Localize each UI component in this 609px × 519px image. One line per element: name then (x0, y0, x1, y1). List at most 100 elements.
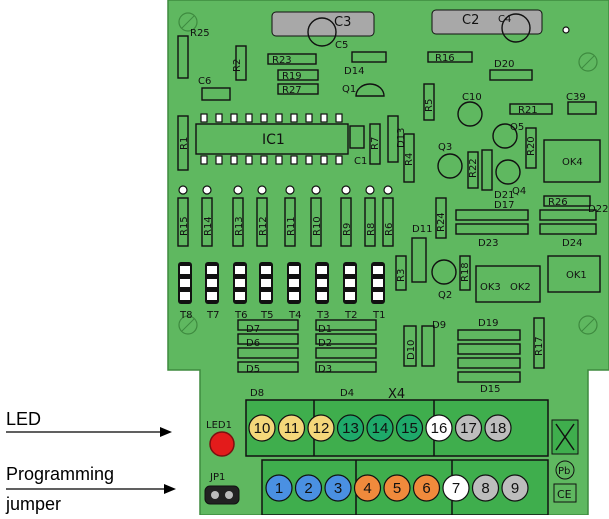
capacitor-c5-outline (307, 17, 337, 47)
resistor-r20 (525, 127, 537, 169)
diode-d20 (489, 69, 533, 81)
terminal-pin-label: 13 (342, 420, 359, 437)
label-ok1: OK1 (566, 270, 587, 281)
label-t6: T6 (234, 310, 247, 321)
pad (285, 185, 295, 195)
label-t4: T4 (288, 310, 301, 321)
label-d8: D8 (250, 388, 264, 399)
terminal-pin-label: 1 (275, 480, 283, 497)
transistor-lead (317, 292, 327, 300)
transistor-lead (261, 266, 271, 274)
diode-d5 (237, 361, 299, 373)
terminal-pin-label: 9 (511, 480, 519, 497)
diode-d24 (539, 223, 597, 235)
resistor-r11 (284, 197, 296, 247)
label-r20: R20 (526, 136, 537, 156)
label-d15: D15 (480, 384, 500, 395)
terminal-pin-label: 12 (313, 420, 330, 437)
diode-d6 (237, 333, 299, 345)
terminal-pin-label: 8 (481, 480, 489, 497)
label-r1: R1 (179, 137, 190, 150)
annotation-prog-line1: Programming (6, 464, 114, 484)
ic1-pin (200, 155, 208, 165)
ic1-pin (275, 155, 283, 165)
terminal-pin-6 (412, 474, 441, 502)
pad (562, 26, 570, 34)
ic1-pin (320, 113, 328, 123)
resistor-r23 (267, 53, 317, 65)
diode-d19 (457, 329, 521, 341)
ic1-pin (335, 113, 343, 123)
optocoupler-ok3-ok2 (475, 265, 541, 303)
label-q1: Q1 (342, 84, 356, 95)
terminal-pin-label: 14 (372, 420, 389, 437)
terminal-pin-label: 11 (284, 420, 300, 437)
label-t2: T2 (344, 310, 357, 321)
diode-d14 (351, 51, 387, 63)
label-c3: C3 (334, 15, 351, 30)
ic1-pin (290, 113, 298, 123)
ic1-pin (200, 113, 208, 123)
terminal-pin-13 (336, 414, 365, 442)
ic1-pin (260, 155, 268, 165)
label-d21: D21 (494, 190, 514, 201)
label-ok2: OK2 (510, 282, 531, 293)
mounting-hole-icon (578, 52, 598, 72)
transistor-lead (180, 292, 190, 300)
capacitor-c6 (201, 87, 231, 101)
capacitor-c1 (349, 125, 365, 149)
transistor-lead (180, 266, 190, 274)
ic1-pins (200, 113, 343, 165)
mounting-hole-icon (578, 315, 598, 335)
resistor-r18 (459, 255, 471, 291)
label-r16: R16 (435, 53, 455, 64)
label-d4: D4 (340, 388, 354, 399)
terminal-pin-18 (484, 414, 512, 442)
label-ok4: OK4 (562, 157, 583, 168)
label-r15: R15 (179, 216, 190, 236)
terminal-pin-label: 6 (422, 480, 430, 497)
resistor-r7 (369, 123, 381, 165)
optocoupler-ok1 (547, 255, 601, 293)
arrow-led-head-icon (160, 427, 172, 437)
label-jp1: JP1 (209, 472, 225, 483)
pad (178, 185, 188, 195)
resistor-r9 (340, 197, 352, 247)
label-d22: D22 (588, 204, 608, 215)
terminal-pin-label: 15 (401, 420, 418, 437)
pad (257, 185, 267, 195)
label-r10: R10 (312, 216, 323, 236)
transistor-q3 (437, 153, 463, 179)
label-r5: R5 (424, 99, 435, 112)
resistor-r27 (277, 83, 319, 95)
optocoupler-ok4 (543, 139, 601, 183)
pb-free-icon: Pb (555, 460, 575, 480)
label-d13: D13 (396, 128, 407, 148)
capacitor-c4-outline (501, 13, 531, 43)
label-r18: R18 (460, 262, 471, 282)
capacitor-c2-body (431, 9, 543, 35)
resistor-r24 (435, 197, 447, 239)
label-t8: T8 (179, 310, 192, 321)
label-ic1: IC1 (262, 132, 285, 148)
pad (341, 185, 351, 195)
diode-d21 (481, 149, 493, 191)
label-r3: R3 (396, 269, 407, 282)
label-r22: R22 (468, 158, 479, 178)
label-r19: R19 (282, 71, 302, 82)
label-d20: D20 (494, 59, 514, 70)
label-c10: C10 (462, 92, 482, 103)
terminal-pin-14 (366, 414, 394, 442)
label-r21: R21 (518, 105, 538, 116)
transistor-lead (207, 279, 217, 287)
label-d17: D17 (494, 200, 514, 211)
label-d5: D5 (246, 364, 260, 375)
transistor-lead (261, 279, 271, 287)
transistor-lead (289, 266, 299, 274)
resistor-r8 (364, 197, 376, 247)
label-r2: R2 (232, 59, 243, 72)
resistor-r1 (177, 115, 189, 171)
label-r27: R27 (282, 85, 302, 96)
label-d2: D2 (318, 338, 332, 349)
